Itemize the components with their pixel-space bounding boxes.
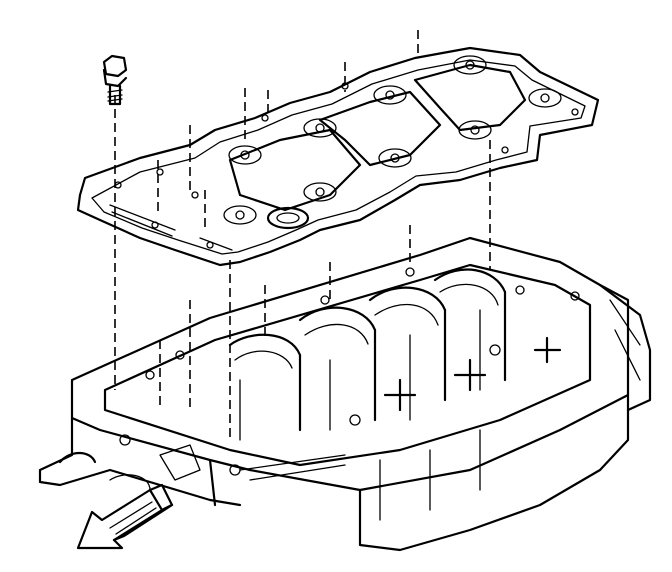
oil-pan-gasket-plate [76,46,600,267]
seal-ring [266,206,310,230]
alignment-lines [114,30,491,440]
engine-block-lower [38,236,652,552]
front-arrow-icon [76,483,174,550]
bolt-icon [102,54,128,106]
